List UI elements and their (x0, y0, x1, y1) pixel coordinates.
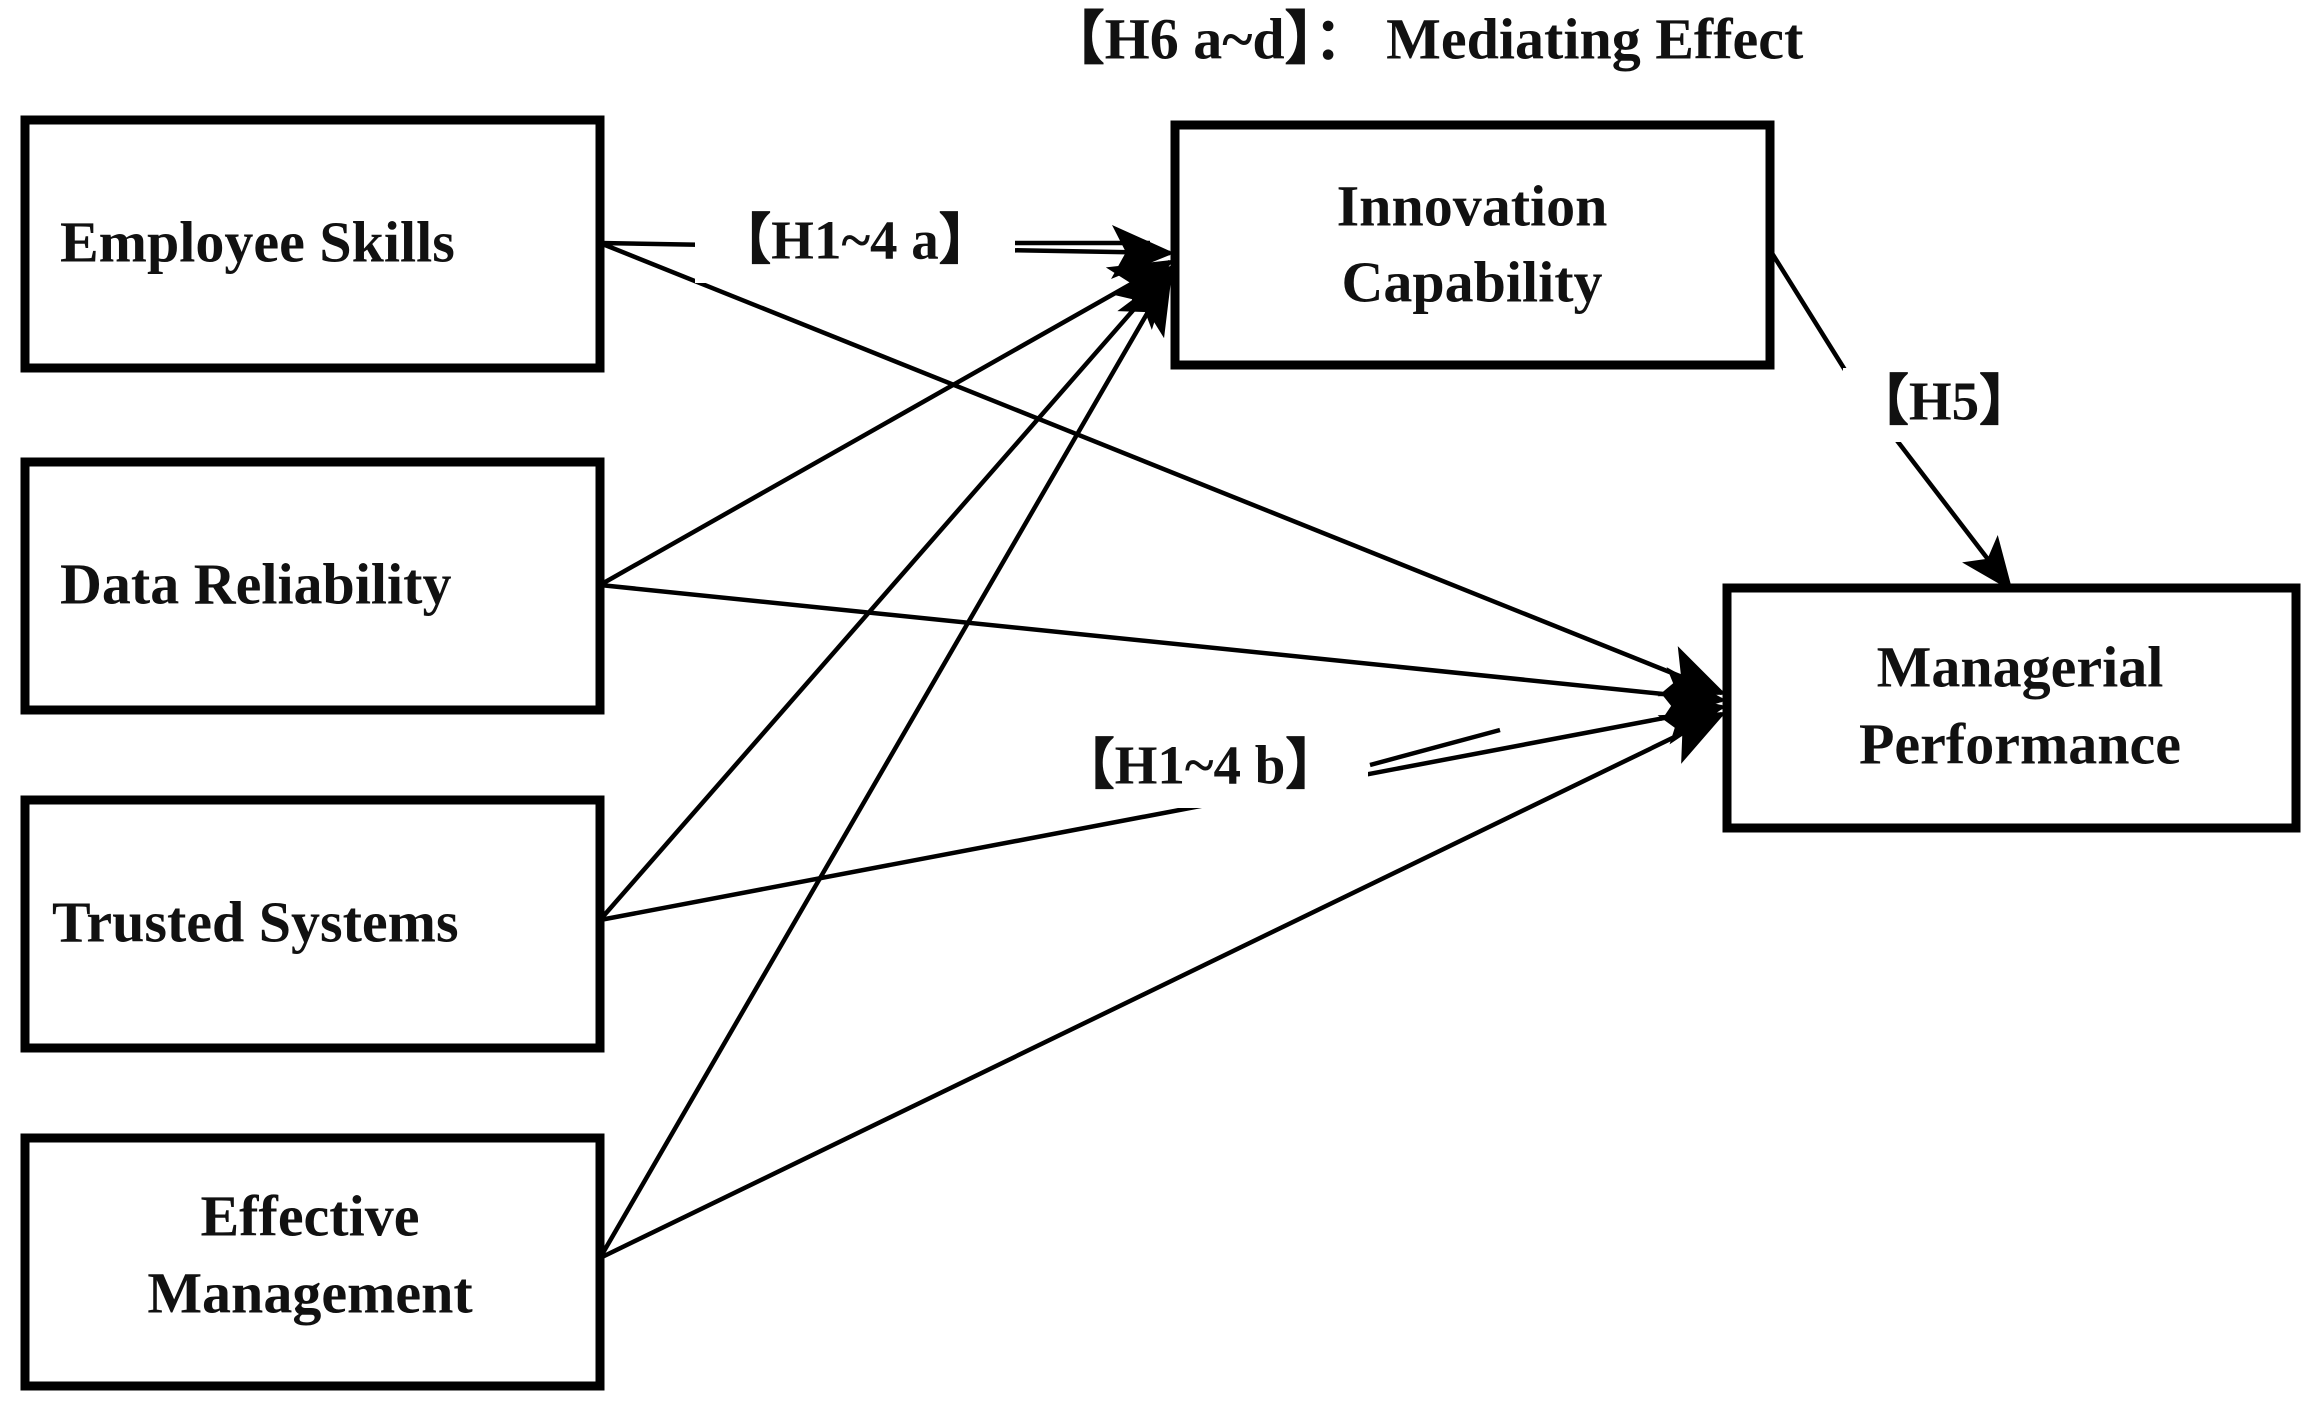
edge-employee-skills-to-managerial-performance (599, 240, 1727, 697)
edge-data-reliability-to-innovation-capability (598, 259, 1174, 587)
edge-label-path-a-text: 【H1~4 a】 (716, 210, 994, 271)
edge-effective-management-to-innovation-capability (598, 270, 1173, 1260)
node-effective-management[interactable]: Effective Management (20, 1133, 605, 1391)
edges-to-dependent (599, 240, 1727, 1261)
edge-layer (598, 224, 2013, 1261)
edge-label-path-b: 【H1~4 b】 (1038, 730, 1368, 808)
node-data-reliability-label: Data Reliability (60, 551, 451, 616)
edge-label-path-h5-backdrop (1843, 368, 2045, 442)
edge-label-path-h5: 【H5】 (1843, 368, 2045, 442)
edge-label-path-b-backdrop (1038, 730, 1368, 808)
edge-innovation-capability-to-managerial-performance (1768, 248, 2013, 592)
edge-label-path-h5-text: 【H5】 (1854, 371, 2034, 432)
edge-label-connector-path-b (1369, 727, 1501, 768)
edge-label-path-a: 【H1~4 a】 (695, 205, 1015, 283)
edge-data-reliability-to-managerial-performance (599, 582, 1727, 721)
edge-h5-segment-lower (1893, 436, 2013, 592)
diagram-title-text: 【H6 a~d】： Mediating Effect (1047, 6, 1804, 71)
node-employee-skills[interactable]: Employee Skills (20, 115, 605, 373)
diagram-title-backdrop (960, 5, 1890, 77)
node-managerial-performance-label-line2: Performance (1859, 711, 2181, 776)
node-managerial-performance-box[interactable] (1722, 583, 2301, 833)
edge-h5-segment-upper (1768, 248, 1847, 372)
node-trusted-systems-label: Trusted Systems (52, 889, 459, 954)
edge-effective-management-to-managerial-performance (599, 711, 1727, 1261)
edge-label-path-b-text: 【H1~4 b】 (1060, 735, 1341, 796)
node-effective-management-label-line1: Effective (201, 1183, 420, 1248)
node-effective-management-box[interactable] (20, 1133, 605, 1391)
node-innovation-capability-label-line2: Capability (1341, 249, 1602, 314)
node-employee-skills-label: Employee Skills (60, 209, 455, 274)
node-managerial-performance[interactable]: Managerial Performance (1722, 583, 2301, 833)
node-data-reliability-box[interactable] (20, 457, 605, 715)
node-effective-management-label-line2: Management (147, 1260, 473, 1325)
node-innovation-capability[interactable]: Innovation Capability (1170, 120, 1775, 370)
node-data-reliability[interactable]: Data Reliability (20, 457, 605, 715)
node-innovation-capability-box[interactable] (1170, 120, 1775, 370)
node-employee-skills-box[interactable] (20, 115, 605, 373)
node-managerial-performance-label-line1: Managerial (1877, 634, 2164, 699)
diagram-title: 【H6 a~d】： Mediating Effect (960, 5, 1890, 77)
node-trusted-systems-box[interactable] (20, 795, 605, 1053)
edge-trusted-systems-to-innovation-capability (598, 264, 1173, 922)
edge-label-path-a-backdrop (695, 205, 1015, 283)
node-innovation-capability-label-line1: Innovation (1337, 173, 1608, 238)
edge-trusted-systems-to-managerial-performance (599, 691, 1727, 923)
node-trusted-systems[interactable]: Trusted Systems (20, 795, 605, 1053)
